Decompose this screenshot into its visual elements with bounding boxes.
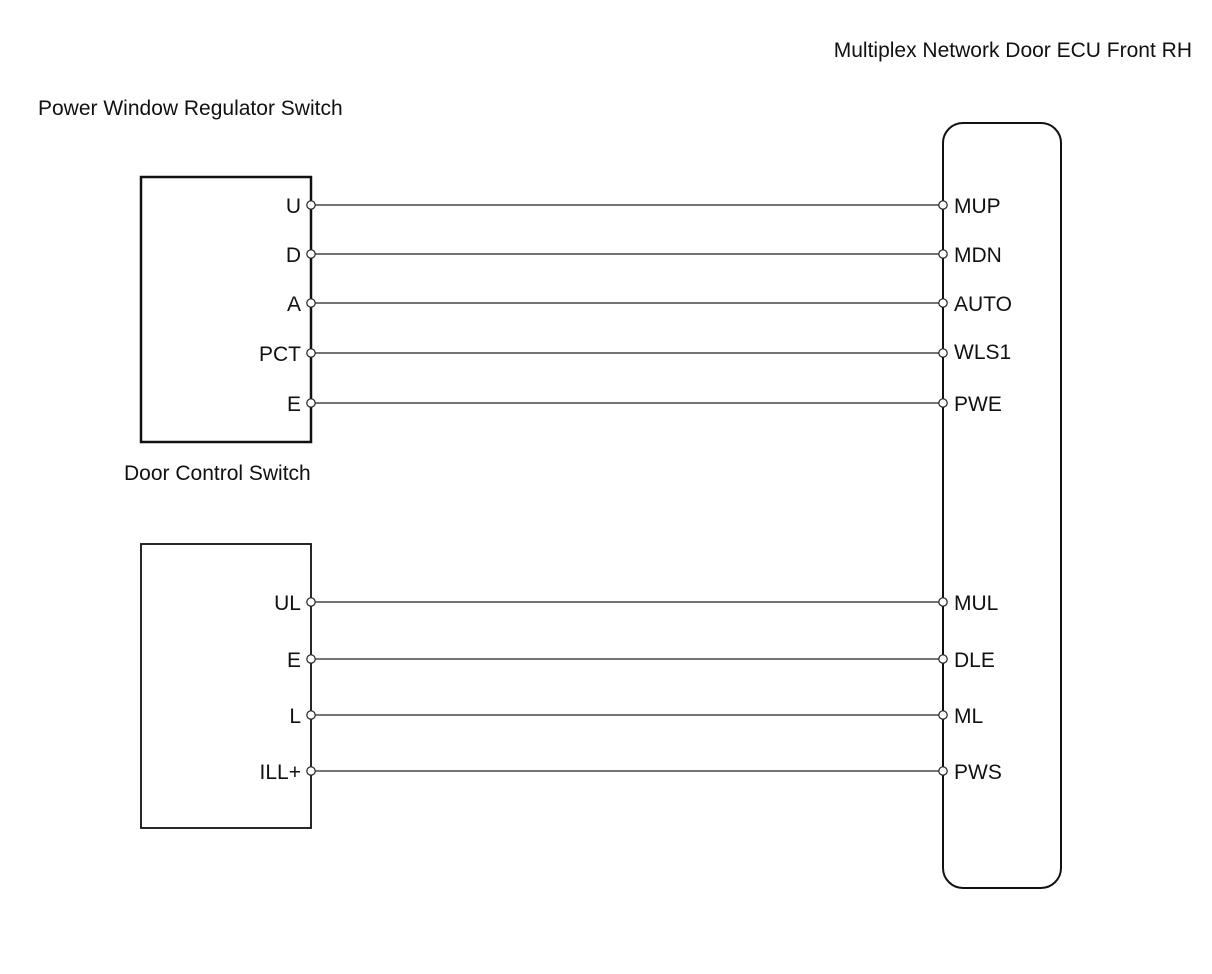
ecu-title: Multiplex Network Door ECU Front RH	[834, 39, 1192, 62]
regulator-switch-box	[139, 175, 313, 444]
ecu-pin-label: ML	[954, 705, 983, 728]
connection: PCT WLS1	[259, 341, 1011, 366]
connection: U MUP	[286, 195, 1001, 218]
switch-pin-label: UL	[274, 592, 301, 615]
right-terminal	[938, 597, 948, 607]
left-terminal	[306, 597, 316, 607]
left-terminal	[306, 348, 316, 358]
switch-pin-label: ILL+	[260, 761, 301, 784]
ecu-pin-label: AUTO	[954, 293, 1012, 316]
switch-pin-label: A	[287, 293, 301, 316]
right-terminal	[938, 200, 948, 210]
switch-pin-label: D	[286, 244, 301, 267]
left-terminal	[306, 298, 316, 308]
connection: E DLE	[287, 649, 995, 672]
ecu-pin-label: MDN	[954, 244, 1002, 267]
switch-pin-label: E	[287, 393, 301, 416]
right-terminal	[938, 249, 948, 259]
connection: D MDN	[286, 244, 1002, 267]
left-terminal	[306, 710, 316, 720]
left-terminal	[306, 766, 316, 776]
connection: UL MUL	[274, 592, 998, 615]
left-terminal	[306, 654, 316, 664]
right-terminal	[938, 654, 948, 664]
right-terminal	[938, 398, 948, 408]
right-terminal	[938, 348, 948, 358]
connection: L ML	[289, 705, 983, 728]
connection: E PWE	[287, 393, 1002, 416]
connection: ILL+ PWS	[260, 761, 1002, 784]
connection: A AUTO	[287, 293, 1012, 316]
ecu-box	[942, 122, 1062, 889]
right-terminal	[938, 298, 948, 308]
switch-pin-label: U	[286, 195, 301, 218]
switch-pin-label: PCT	[259, 343, 301, 366]
regulator-switch-title: Power Window Regulator Switch	[38, 97, 343, 120]
left-terminal	[306, 200, 316, 210]
switch-pin-label: E	[287, 649, 301, 672]
ecu-pin-label: MUL	[954, 592, 998, 615]
ecu-pin-label: WLS1	[954, 341, 1011, 364]
left-terminal	[306, 398, 316, 408]
switch-pin-label: L	[289, 705, 301, 728]
ecu-pin-label: MUP	[954, 195, 1001, 218]
right-terminal	[938, 710, 948, 720]
ecu-pin-label: PWE	[954, 393, 1002, 416]
left-terminal	[306, 249, 316, 259]
ecu-pin-label: DLE	[954, 649, 995, 672]
door-control-switch-title: Door Control Switch	[124, 462, 311, 485]
right-terminal	[938, 766, 948, 776]
ecu-pin-label: PWS	[954, 761, 1002, 784]
door-control-switch-box	[140, 543, 312, 829]
